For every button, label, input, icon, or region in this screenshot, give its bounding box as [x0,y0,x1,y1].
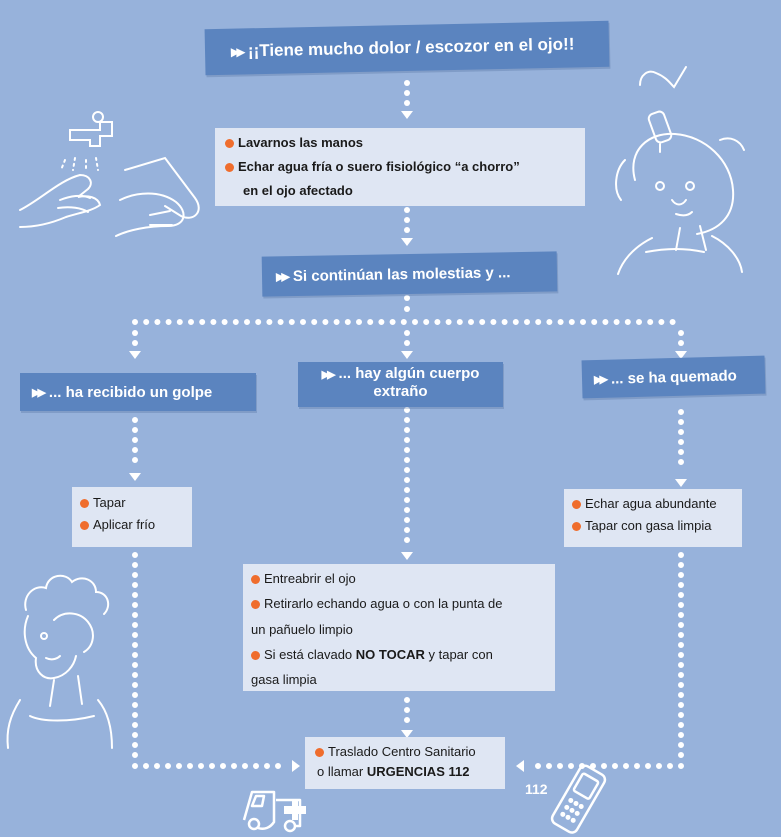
list-item: Echar agua fría o suero fisiológico “a c… [225,155,575,179]
branch-quemado-label: ▶▶ ... se ha quemado [581,355,766,399]
list-item: Aplicar frío [80,514,184,536]
list-item-continuation: un pañuelo limpio [251,621,353,637]
play-arrows-icon: ▶▶ [593,373,606,386]
quemado-actions-box: Echar agua abundante Tapar con gasa limp… [564,489,742,547]
branch-golpe-label: ▶▶ ... ha recibido un golpe [20,373,256,411]
orange-bullet-icon [251,600,260,610]
play-arrows-icon: ▶▶ [32,386,46,399]
list-item: Lavarnos las manos [225,131,575,155]
orange-bullet-icon [251,651,260,661]
play-arrows-icon: ▶▶ [275,270,288,283]
orange-bullet-icon [80,499,89,508]
list-item-continuation: o llamar URGENCIAS 112 [317,764,470,780]
arrow-down [401,111,413,119]
eye-drops-illustration [615,66,745,275]
first-steps-box: Lavarnos las manos Echar agua fría o sue… [215,128,585,206]
list-item-continuation: gasa limpia [251,672,317,688]
list-item-continuation: en el ojo afectado [243,183,353,199]
arrow-down [401,238,413,246]
cuerpo-actions-box: Entreabrir el ojo Retirarlo echando agua… [243,564,555,691]
list-item: Echar agua abundante [572,493,734,515]
play-arrows-icon: ▶▶ [321,369,336,381]
orange-bullet-icon [80,521,89,531]
list-item: Retirarlo echando agua o con la punta de [251,591,547,616]
phone-number-label: 112 [525,781,548,797]
golpe-actions-box: Tapar Aplicar frío [72,487,192,547]
list-item: Si está clavado NO TOCAR y tapar con [251,642,547,667]
final-box: Traslado Centro Sanitario o llamar URGEN… [305,737,505,789]
arrow-down [675,351,687,359]
orange-bullet-icon [225,163,234,173]
header-box: ▶▶ ¡¡Tiene mucho dolor / escozor en el o… [204,20,610,76]
orange-bullet-icon [251,575,260,584]
mobile-phone-icon [550,764,607,834]
header-title: ¡¡Tiene mucho dolor / escozor en el ojo!… [247,34,575,61]
list-item: Entreabrir el ojo [251,566,547,591]
orange-bullet-icon [572,522,581,532]
list-item: Tapar [80,492,184,514]
person-holding-eye-illustration [6,574,113,749]
decision-label: Si continúan las molestias y ... [292,263,511,285]
branch-cuerpo-label: ▶▶... hay algún cuerpo extraño [298,362,503,407]
hand-washing-illustration [19,111,200,237]
play-arrows-icon: ▶▶ [230,45,243,59]
decision-box: ▶▶ Si continúan las molestias y ... [261,251,558,297]
orange-bullet-icon [315,748,324,757]
arrow-down [401,351,413,359]
orange-bullet-icon [225,139,234,148]
ambulance-icon [242,790,306,833]
list-item: Traslado Centro Sanitario [315,742,495,762]
orange-bullet-icon [572,500,581,509]
arrow-down [129,351,141,359]
list-item: Tapar con gasa limpia [572,515,734,537]
